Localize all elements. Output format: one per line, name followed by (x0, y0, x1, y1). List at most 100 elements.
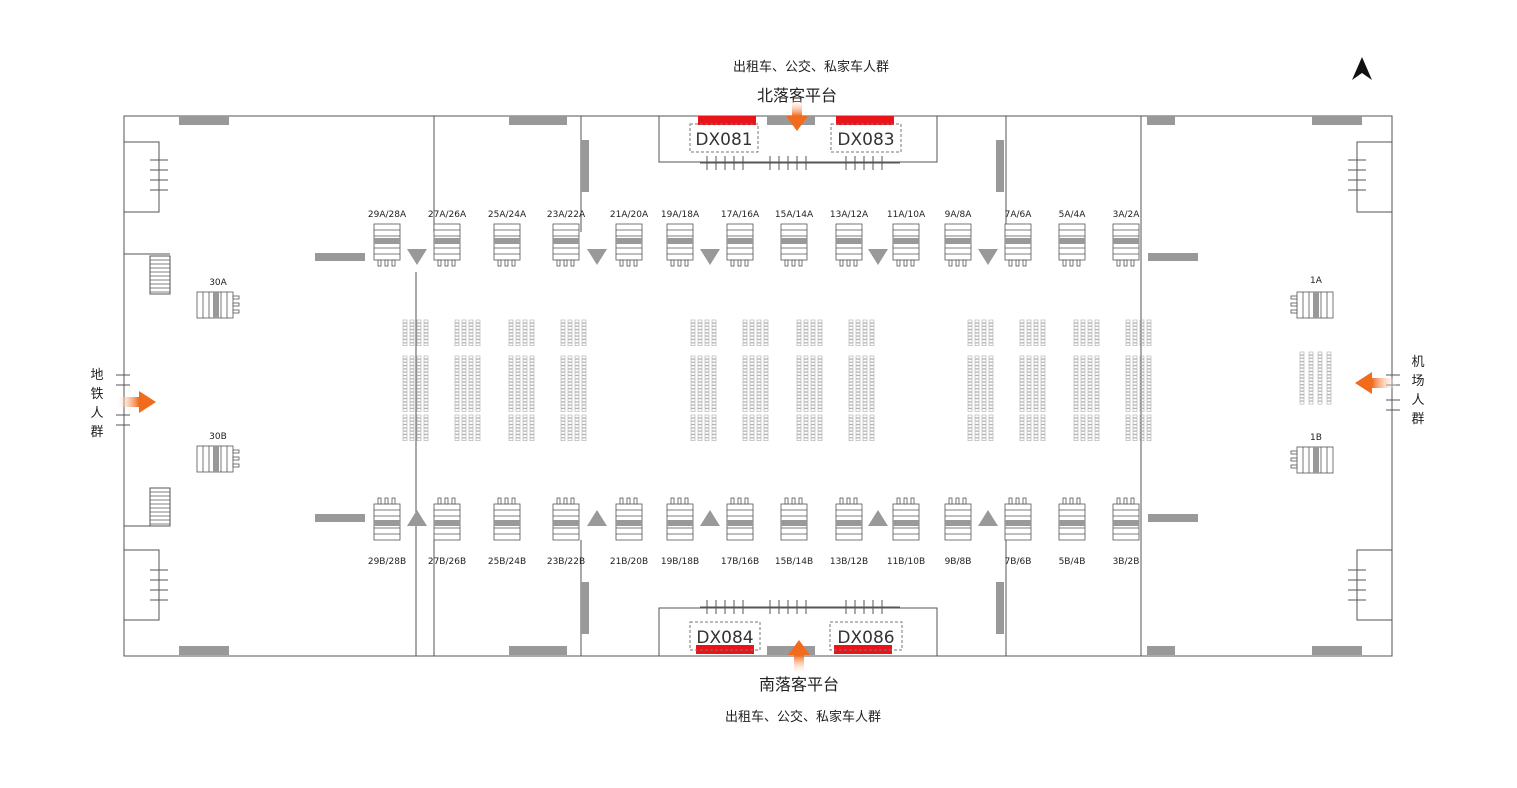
gate-19A/18A[interactable] (666, 223, 694, 267)
seat (454, 339, 460, 343)
seat (508, 378, 514, 383)
seat (475, 339, 481, 343)
gate-15A/14A[interactable] (780, 223, 808, 267)
seat (1094, 326, 1100, 330)
gate-11A/10A[interactable] (892, 223, 920, 267)
seat (1026, 437, 1032, 442)
gate-29A/28A[interactable] (373, 223, 401, 267)
seat (1132, 358, 1138, 363)
seat (855, 368, 861, 373)
seat (749, 339, 755, 343)
seat (475, 355, 481, 359)
seat (796, 362, 802, 366)
seat (862, 424, 868, 428)
seat (454, 365, 460, 369)
gate-15B/14B[interactable] (780, 497, 808, 541)
seat (869, 398, 875, 402)
seat (796, 431, 802, 435)
gate-30B[interactable] (196, 445, 240, 473)
seat (1040, 437, 1046, 442)
seat (855, 336, 861, 340)
gate-7B/6B[interactable] (1004, 497, 1032, 541)
seat (810, 339, 816, 343)
seat (742, 417, 748, 422)
gate-27B/26B[interactable] (433, 497, 461, 541)
ad-board-dx086[interactable] (834, 645, 892, 654)
seat (1094, 391, 1100, 396)
seat (529, 382, 535, 386)
seat (988, 437, 994, 442)
seat (475, 368, 481, 373)
seat (1080, 372, 1086, 376)
gate-5B/4B[interactable] (1058, 497, 1086, 541)
seat (416, 385, 422, 389)
seat (862, 342, 868, 347)
gate-23B/22B[interactable] (552, 497, 580, 541)
seat (1080, 424, 1086, 428)
gate-9B/8B[interactable] (944, 497, 972, 541)
seat (567, 385, 573, 389)
seat (475, 408, 481, 412)
gate-30A[interactable] (196, 291, 240, 319)
seat (988, 401, 994, 406)
ad-board-dx081[interactable] (698, 116, 756, 125)
seat (1132, 319, 1138, 323)
seat (475, 391, 481, 396)
gate-25B/24B[interactable] (493, 497, 521, 541)
seat (848, 368, 854, 373)
gate-29B/28B[interactable] (373, 497, 401, 541)
seat (848, 375, 854, 379)
seat (1317, 384, 1323, 388)
seat (475, 342, 481, 347)
gate-7A/6A[interactable] (1004, 223, 1032, 267)
ad-board-dx083[interactable] (836, 116, 894, 125)
seat (1146, 336, 1152, 340)
seat (1033, 365, 1039, 369)
seat (508, 362, 514, 366)
seat (1139, 365, 1145, 369)
gate-5A/4A[interactable] (1058, 223, 1086, 267)
seat (508, 326, 514, 330)
seat (1308, 387, 1314, 392)
seat (810, 319, 816, 323)
gate-13A/12A[interactable] (835, 223, 863, 267)
gate-25A/24A[interactable] (493, 223, 521, 267)
gate-3B/2B[interactable] (1112, 497, 1140, 541)
seat (869, 395, 875, 399)
gate-17A/16A[interactable] (726, 223, 754, 267)
arrow-metro-icon (117, 391, 156, 413)
gate-27A/26A[interactable] (433, 223, 461, 267)
seat (574, 434, 580, 438)
seat (711, 372, 717, 376)
gate-17B/16B[interactable] (726, 497, 754, 541)
seat (508, 408, 514, 412)
gate-19B/18B[interactable] (666, 497, 694, 541)
gate-21B/20B[interactable] (615, 497, 643, 541)
seat (1026, 365, 1032, 369)
seat (862, 375, 868, 379)
seat (581, 405, 587, 409)
gate-1A[interactable] (1290, 291, 1334, 319)
gate-21A/20A[interactable] (615, 223, 643, 267)
seat (1094, 408, 1100, 412)
seat (967, 385, 973, 389)
seat (1146, 391, 1152, 396)
seat (1308, 354, 1314, 359)
seat (1299, 381, 1305, 385)
seat (763, 405, 769, 409)
seat (967, 329, 973, 333)
gate-3A/2A[interactable] (1112, 223, 1140, 267)
seat (1073, 385, 1079, 389)
gate-9A/8A[interactable] (944, 223, 972, 267)
gate-1B[interactable] (1290, 446, 1334, 474)
gate-13B/12B[interactable] (835, 497, 863, 541)
gate-11B/10B[interactable] (892, 497, 920, 541)
seat (409, 424, 415, 428)
seat (1326, 381, 1332, 385)
seat (461, 385, 467, 389)
seat (581, 342, 587, 347)
seat (981, 336, 987, 340)
gate-23A/22A[interactable] (552, 223, 580, 267)
seat (763, 382, 769, 386)
seat (402, 427, 408, 432)
